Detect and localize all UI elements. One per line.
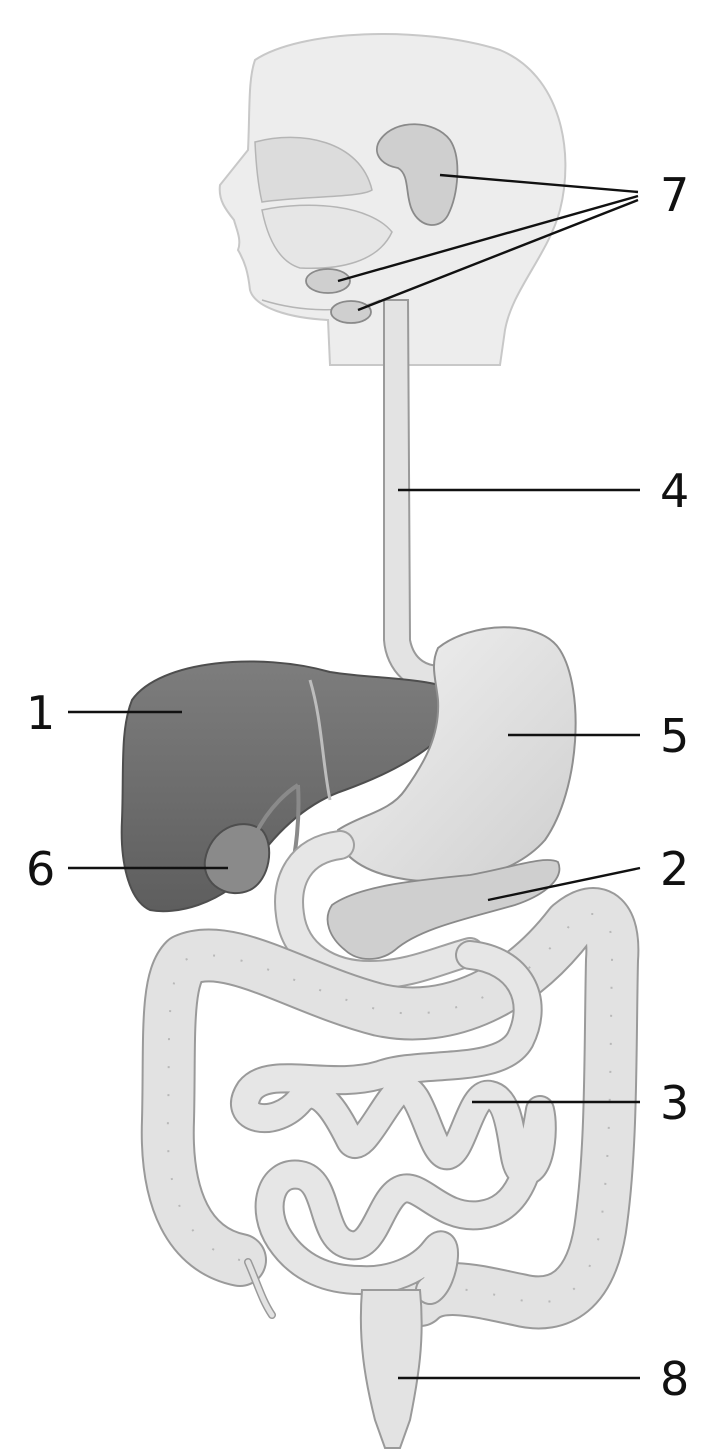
label-rectum: 8 <box>660 1352 690 1406</box>
leader-line-salivary-1 <box>439 173 639 194</box>
label-liver: 1 <box>26 686 56 740</box>
rectum <box>359 1289 423 1449</box>
label-salivary-glands: 7 <box>660 168 690 222</box>
large-intestine <box>140 887 640 1330</box>
stomach <box>336 626 577 883</box>
label-small-intestine: 3 <box>660 1076 690 1130</box>
salivary-glands <box>305 123 459 324</box>
leader-line-salivary-2 <box>337 194 639 283</box>
leader-line-salivary-3 <box>357 198 639 312</box>
label-stomach: 5 <box>660 709 690 763</box>
label-gallbladder: 6 <box>26 842 56 896</box>
leader-line-pancreas <box>487 866 641 902</box>
label-pancreas: 2 <box>660 842 690 896</box>
label-esophagus: 4 <box>660 464 690 518</box>
gallbladder <box>203 823 271 895</box>
pancreas <box>326 859 561 960</box>
small-intestine <box>230 940 557 1305</box>
leader-lines <box>68 173 641 1380</box>
